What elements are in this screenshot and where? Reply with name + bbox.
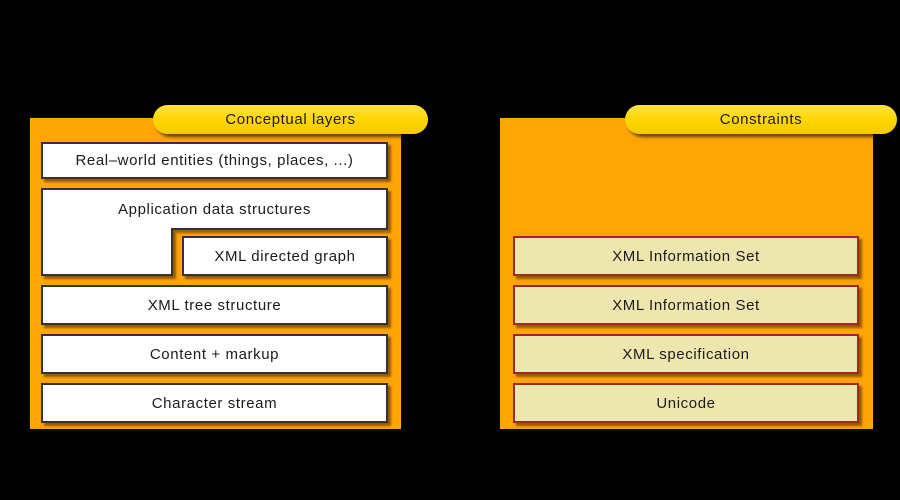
layer-box-xml-directed-graph: XML directed graph (182, 236, 388, 276)
layer-label: XML directed graph (214, 247, 356, 265)
layer-label: Real–world entities (things, places, ...… (75, 152, 354, 169)
layer-label: Character stream (151, 394, 278, 412)
conceptual-layers-pill-label: Conceptual layers (225, 111, 356, 128)
constraints-pill-label: Constraints (719, 111, 803, 128)
constraint-box-xml-information-set-2: XML Information Set (513, 285, 859, 325)
layer-box-application-data-structures: Application data structures (41, 188, 388, 228)
layer-box-real-world-entities: Real–world entities (things, places, ...… (41, 142, 388, 179)
constraint-label: XML Information Set (612, 247, 760, 265)
layer-box-xml-tree-structure: XML tree structure (41, 285, 388, 325)
constraint-label: Unicode (656, 394, 716, 412)
layer-box-application-data-structures-leg (41, 228, 173, 276)
constraints-pill: Constraints (625, 105, 897, 134)
constraint-box-xml-information-set-1: XML Information Set (513, 236, 859, 276)
layer-label: Application data structures (118, 200, 311, 218)
layer-label: XML tree structure (147, 296, 282, 314)
layer-label: Content + markup (149, 345, 280, 363)
constraint-label: XML Information Set (612, 296, 760, 314)
constraint-label: XML specification (622, 345, 750, 363)
layer-box-character-stream: Character stream (41, 383, 388, 423)
conceptual-layers-pill: Conceptual layers (153, 105, 428, 134)
l-shape-border-segment (173, 228, 388, 230)
layer-box-content-markup: Content + markup (41, 334, 388, 374)
conceptual-layers-panel: Real–world entities (things, places, ...… (30, 118, 401, 429)
constraints-panel: XML Information Set XML Information Set … (500, 118, 873, 429)
constraint-box-xml-specification: XML specification (513, 334, 859, 374)
constraint-box-unicode: Unicode (513, 383, 859, 423)
